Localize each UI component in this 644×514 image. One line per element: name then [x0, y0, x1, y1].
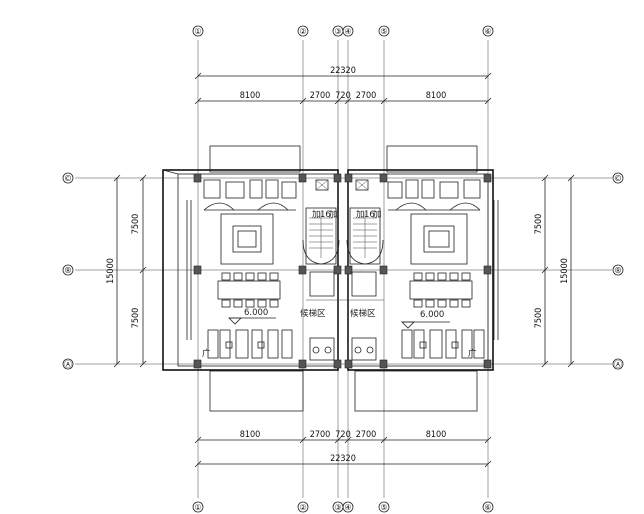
bottom-axis-bubbles: ① ② ③ ④ ⑤ ⑥	[192, 501, 494, 513]
left-top-fixtures	[203, 179, 297, 211]
dim-bottom-seg-5: 8100	[426, 430, 447, 440]
corner-label-right: 广	[468, 348, 477, 359]
stair-tag-left-2: 16	[320, 210, 331, 220]
right-dimensions: 7500 7500 15000	[534, 174, 575, 368]
axis-label-b-left: ®	[64, 266, 72, 275]
axis-label-a-right: Ⓐ	[614, 360, 622, 369]
axis-label-4-top: ④	[344, 27, 351, 36]
dim-top-seg-3: 720	[335, 91, 350, 101]
stair-tags-left: 加 16 加	[312, 209, 338, 220]
corner-label-left: 广	[202, 348, 211, 359]
elevation-label-right: 6.000	[420, 310, 444, 320]
axis-label-6-bottom: ⑥	[484, 503, 491, 512]
axis-label-5-top: ⑤	[380, 27, 387, 36]
elevation-markers: 6.000 6.000	[228, 308, 450, 329]
stair-lobby-label-left: 候梯区	[300, 308, 326, 319]
stair-tag-right-2: 16	[364, 210, 375, 220]
top-dimensions: 22320 8100 2700 720 2700 8100	[194, 66, 492, 105]
axis-label-5-bottom: ⑤	[380, 503, 387, 512]
dim-bottom-overall: 22320	[330, 454, 356, 464]
dim-top-seg-4: 2700	[356, 91, 377, 101]
axis-label-c-right: ©	[614, 174, 622, 183]
side-axis-bubbles: © ® Ⓐ © ® Ⓐ	[62, 172, 624, 370]
stair-tag-left-1: 加	[312, 209, 321, 220]
dim-top-overall: 22320	[330, 66, 356, 76]
elevation-label-left: 6.000	[244, 308, 268, 318]
axis-label-c-left: ©	[64, 174, 72, 183]
stair-cores	[302, 179, 384, 265]
bottom-dimensions: 8100 2700 720 2700 8100 22320	[194, 430, 492, 468]
stair-tags-right: 加 16 加	[356, 209, 382, 220]
left-bottom-desks	[207, 329, 293, 359]
axis-label-1-top: ①	[194, 27, 201, 36]
dim-left-seg-2: 7500	[131, 308, 141, 329]
dim-bottom-seg-2: 2700	[310, 430, 331, 440]
dim-top-seg-1: 8100	[240, 91, 261, 101]
dim-left-seg-1: 7500	[131, 214, 141, 235]
axis-label-4-bottom: ④	[344, 503, 351, 512]
right-bottom-desks	[401, 329, 485, 359]
dim-left-overall: 15000	[106, 258, 116, 284]
axis-label-a-left: Ⓐ	[64, 360, 72, 369]
stair-tag-right-1: 加	[356, 209, 365, 220]
conference-tables	[217, 272, 473, 308]
axis-label-3-top: ③	[334, 27, 341, 36]
axis-label-2-bottom: ②	[299, 503, 306, 512]
dim-bottom-seg-1: 8100	[240, 430, 261, 440]
axis-grid-horizontal	[75, 177, 612, 365]
dim-right-seg-1: 7500	[534, 214, 544, 235]
elevators	[306, 271, 384, 301]
stair-tag-left-3: 加	[329, 209, 338, 220]
top-axis-bubbles: ① ② ③ ④ ⑤ ⑥	[192, 25, 494, 37]
axis-label-b-right: ®	[614, 266, 622, 275]
stair-lobby-label-right: 候梯区	[350, 308, 376, 319]
axis-label-6-top: ⑥	[484, 27, 491, 36]
dim-bottom-seg-4: 2700	[356, 430, 377, 440]
dim-right-overall: 15000	[560, 258, 570, 284]
structural-columns	[193, 173, 492, 369]
balconies	[209, 145, 478, 412]
dim-top-seg-5: 8100	[426, 91, 447, 101]
central-rooms	[220, 213, 468, 265]
left-dimensions: 15000 7500 7500	[106, 174, 147, 368]
dim-top-seg-2: 2700	[310, 91, 331, 101]
axis-label-1-bottom: ①	[194, 503, 201, 512]
dim-right-seg-2: 7500	[534, 308, 544, 329]
right-top-fixtures	[387, 179, 481, 211]
stair-tag-right-3: 加	[373, 209, 382, 220]
axis-label-2-top: ②	[299, 27, 306, 36]
axis-label-3-bottom: ③	[334, 503, 341, 512]
center-bottom-fixtures	[309, 337, 377, 361]
dim-bottom-seg-3: 720	[335, 430, 350, 440]
